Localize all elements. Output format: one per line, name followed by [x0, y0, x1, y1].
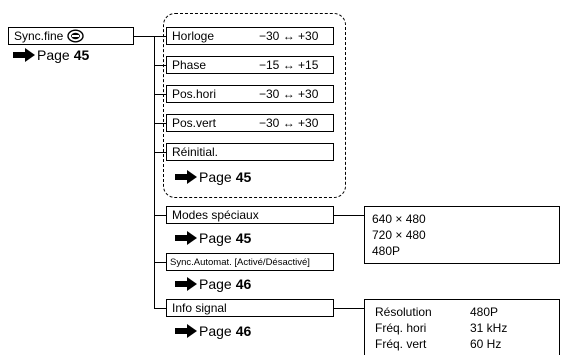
- menu-item-info-signal: Info signal: [166, 299, 334, 317]
- info-row: Fréq. vert 60 Hz: [375, 336, 549, 352]
- connector: [154, 94, 166, 95]
- menu-item-label: Pos.hori: [172, 87, 217, 101]
- info-value: 31 kHz: [470, 321, 508, 335]
- info-page-ref: Page 46: [175, 323, 251, 339]
- range-value: −30 ↔ +30: [259, 29, 319, 43]
- info-value: 480P: [470, 305, 499, 319]
- menu-item-modes-speciaux: Modes spéciaux: [166, 206, 334, 224]
- info-signal-box: Résolution 480P Fréq. hori 31 kHz Fréq. …: [364, 299, 560, 355]
- page-number: 45: [235, 230, 252, 246]
- sync-adjust-icon: [67, 29, 85, 43]
- arrow-right-icon: [175, 170, 197, 184]
- arrow-right-icon: [13, 48, 35, 62]
- info-key: Fréq. vert: [375, 337, 427, 351]
- info-key: Résolution: [375, 305, 432, 319]
- root-menu-label: Sync.fine: [14, 29, 64, 43]
- menu-item-label: Modes spéciaux: [172, 208, 259, 222]
- modes-page-ref: Page 45: [175, 230, 251, 246]
- page-word: Page: [199, 323, 232, 339]
- arrow-right-icon: [175, 277, 197, 291]
- menu-item-phase: Phase: [166, 56, 334, 74]
- range-value: −15 ↔ +15: [259, 58, 319, 72]
- group1-page-ref: Page 45: [175, 169, 251, 185]
- root-menu-box: Sync.fine: [8, 27, 134, 45]
- connector: [154, 123, 166, 124]
- info-value: 60 Hz: [470, 337, 502, 351]
- info-key: Fréq. hori: [375, 321, 427, 335]
- connector: [334, 215, 364, 216]
- page-word: Page: [37, 47, 70, 63]
- arrow-right-icon: [175, 324, 197, 338]
- page-number: 46: [235, 276, 252, 292]
- root-page-ref: Page 45: [13, 47, 89, 63]
- connector: [154, 262, 166, 263]
- menu-item-pos-hori: Pos.hori: [166, 85, 334, 103]
- page-number: 45: [73, 47, 90, 63]
- menu-item-label: Réinitial.: [172, 145, 219, 159]
- page-number: 46: [235, 323, 252, 339]
- menu-item-label: Info signal: [172, 301, 227, 315]
- menu-item-reinitial: Réinitial.: [166, 143, 334, 161]
- modes-options-box: 640 × 480 720 × 480 480P: [364, 206, 560, 264]
- page-word: Page: [199, 276, 232, 292]
- info-row: Résolution 480P: [375, 304, 549, 320]
- menu-item-label: Pos.vert: [172, 116, 217, 130]
- arrow-right-icon: [175, 231, 197, 245]
- menu-item-label: Sync.Automat. [Activé/Désactivé]: [170, 256, 310, 268]
- page-word: Page: [199, 230, 232, 246]
- menu-item-sync-automat: Sync.Automat. [Activé/Désactivé]: [166, 253, 334, 271]
- range-value: −30 ↔ +30: [259, 87, 319, 101]
- mode-option: 640 × 480: [372, 212, 426, 226]
- connector: [154, 36, 155, 308]
- page-word: Page: [199, 169, 232, 185]
- dashed-group-frame: [163, 13, 346, 198]
- connector: [134, 36, 154, 37]
- mode-option: 720 × 480: [372, 228, 426, 242]
- menu-item-pos-vert: Pos.vert: [166, 114, 334, 132]
- connector: [154, 152, 166, 153]
- connector: [154, 36, 166, 37]
- page-number: 45: [235, 169, 252, 185]
- connector: [154, 308, 166, 309]
- menu-item-horloge: Horloge: [166, 27, 334, 45]
- range-value: −30 ↔ +30: [259, 116, 319, 130]
- connector: [154, 215, 166, 216]
- info-row: Fréq. hori 31 kHz: [375, 320, 549, 336]
- menu-item-label: Horloge: [172, 29, 215, 43]
- connector: [334, 308, 364, 309]
- auto-page-ref: Page 46: [175, 276, 251, 292]
- mode-option: 480P: [372, 244, 401, 258]
- menu-item-label: Phase: [172, 58, 207, 72]
- connector: [154, 65, 166, 66]
